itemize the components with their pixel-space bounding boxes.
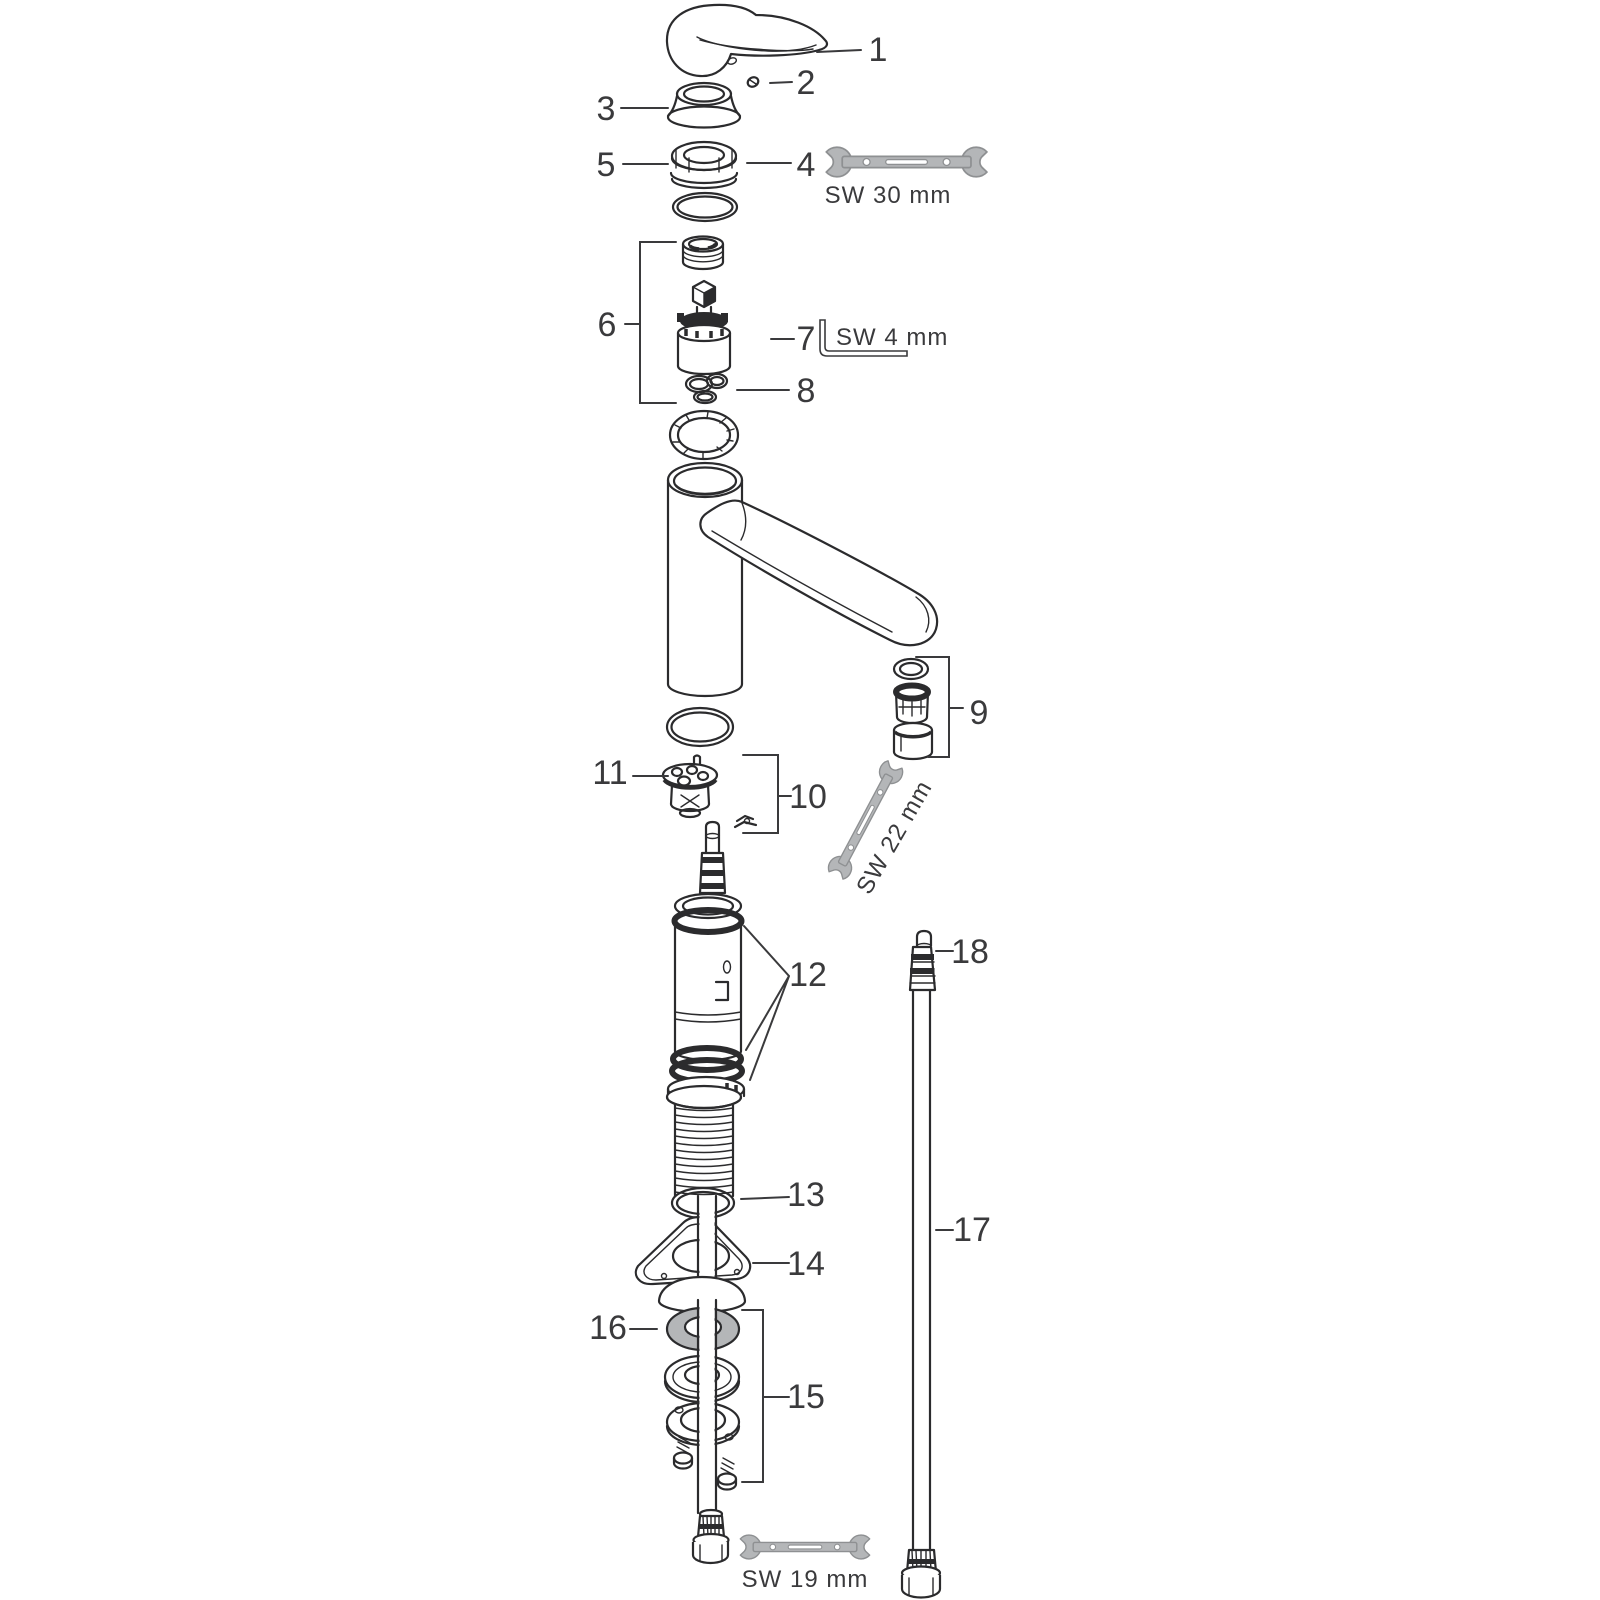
- part-label-15: 15: [787, 1378, 825, 1416]
- body-pin-drawing: [698, 820, 727, 895]
- part-label-11: 11: [592, 754, 627, 792]
- tap-body-drawing: [666, 892, 746, 1103]
- group-brackets: [624, 241, 964, 1483]
- part-label-1: 1: [869, 31, 888, 69]
- crown-gasket-drawing: [668, 409, 740, 461]
- cartridge-drawing: [676, 279, 732, 376]
- tool-label-sw30: SW 30 mm: [825, 182, 952, 209]
- part-labels: 1 2 3 4 5 6 7 8 9 10 11 12 13 14 15 16 1…: [589, 31, 991, 1416]
- part-label-14: 14: [787, 1245, 825, 1283]
- part-label-3: 3: [597, 90, 616, 128]
- part-label-13: 13: [787, 1176, 825, 1214]
- tool-label-sw22: SW 22 mm: [851, 776, 938, 899]
- stabiliser-plate-drawing: [634, 1215, 752, 1286]
- part-label-18: 18: [951, 933, 989, 971]
- tool-labels: SW 30 mm SW 4 mm SW 22 mm SW 19 mm: [742, 182, 952, 1593]
- supply-tube-upper-drawing: [696, 1194, 718, 1286]
- part-label-7: 7: [797, 320, 816, 358]
- handle-cap-drawing: [666, 81, 742, 129]
- flange-screw-right-drawing: [716, 1457, 738, 1491]
- part-label-12: 12: [789, 956, 827, 994]
- part-label-5: 5: [597, 146, 616, 184]
- hose-connector-drawing: [908, 929, 937, 992]
- cartridge-retaining-ring-drawing: [681, 235, 725, 271]
- o-ring-spout-drawing: [665, 706, 735, 748]
- part-label-16: 16: [589, 1309, 627, 1347]
- base-dome-drawing: [657, 1275, 747, 1314]
- part-label-8: 8: [797, 372, 816, 410]
- o-ring-set-drawing: [684, 372, 729, 405]
- part-label-6: 6: [598, 306, 617, 344]
- part-label-2: 2: [797, 64, 816, 102]
- aerator-assembly-drawing: [892, 657, 934, 761]
- set-screw-drawing: [746, 76, 760, 88]
- tool-label-sw4: SW 4 mm: [836, 324, 948, 351]
- part-label-9: 9: [970, 694, 989, 732]
- spout-body-drawing: [666, 461, 939, 698]
- handle-lever-drawing: [665, 3, 829, 78]
- threaded-shank-drawing: [665, 1084, 743, 1198]
- part-label-17: 17: [953, 1211, 991, 1249]
- wrench-sw19-icon: [739, 1534, 871, 1560]
- diverter-drawing: [661, 754, 719, 819]
- wrench-sw30-icon: [825, 146, 988, 178]
- tool-label-sw19: SW 19 mm: [742, 1566, 869, 1593]
- mounting-nut-drawing: [669, 140, 739, 190]
- o-ring-upper-drawing: [671, 191, 739, 223]
- flange-screw-left-drawing: [672, 1436, 694, 1470]
- part-label-4: 4: [797, 146, 816, 184]
- allen-key-sw4-icon: [819, 319, 908, 357]
- supply-tube-lower-drawing: [691, 1298, 730, 1565]
- leader-lines: [620, 49, 954, 1330]
- part-label-10: 10: [789, 778, 827, 816]
- diverter-clip-drawing: [733, 814, 758, 829]
- hose-drawing: [900, 988, 942, 1599]
